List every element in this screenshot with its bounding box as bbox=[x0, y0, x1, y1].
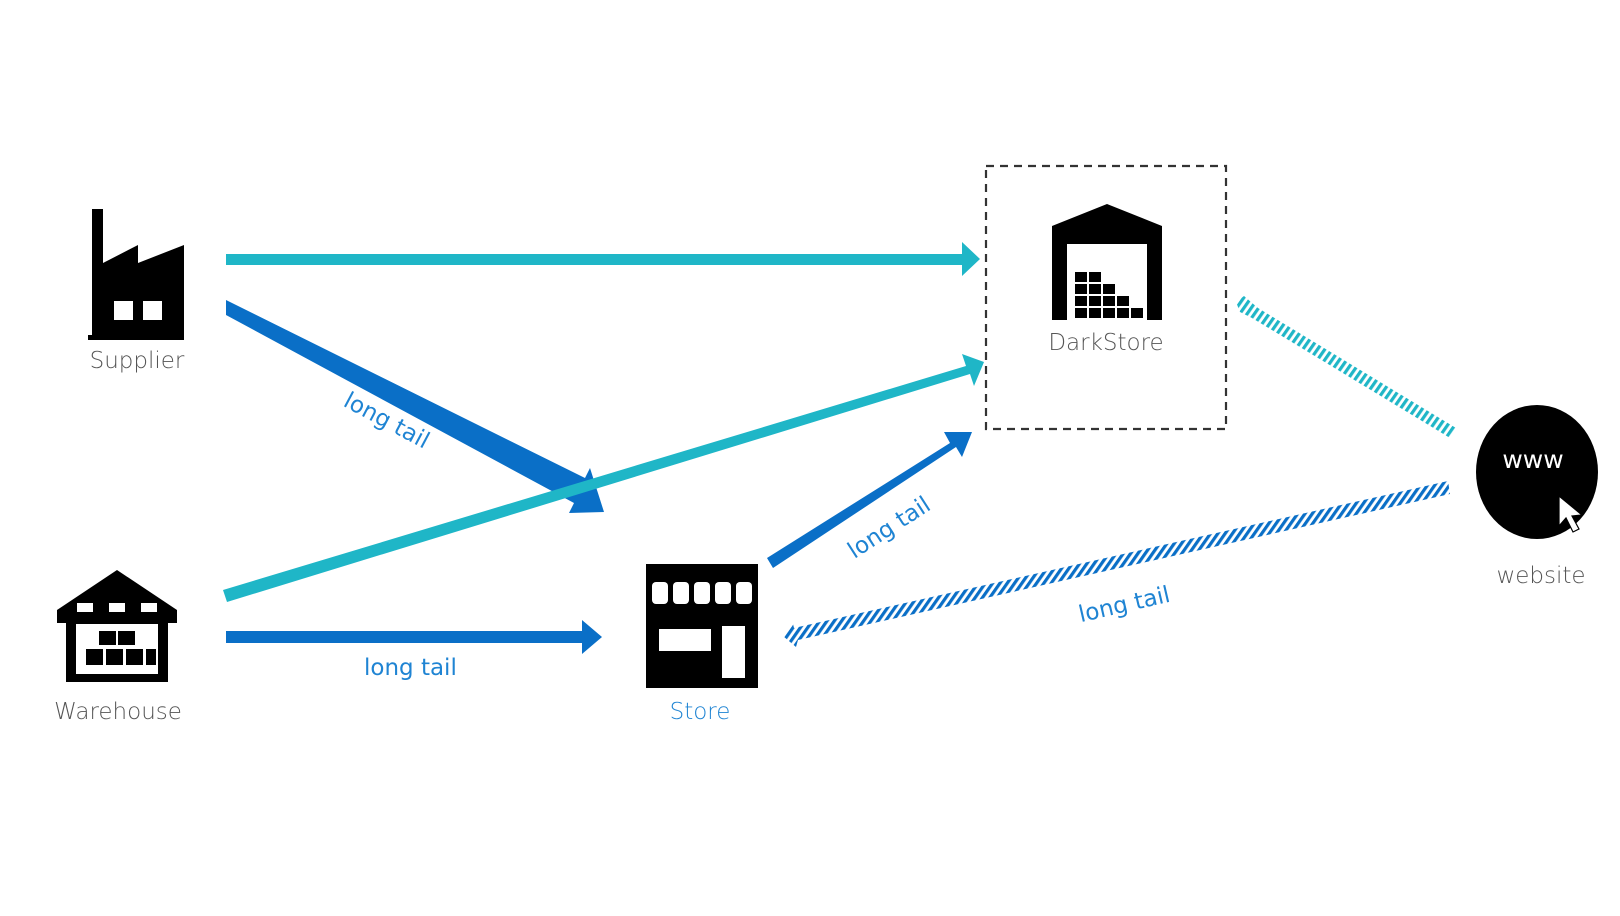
edge-darkstore-website bbox=[1236, 296, 1456, 438]
edge-warehouse-to-store bbox=[226, 620, 602, 654]
www-cursor-icon: www bbox=[1476, 405, 1598, 539]
store-label: Store bbox=[669, 699, 731, 725]
edge-label-warehouse-store: long tail bbox=[364, 655, 457, 681]
darkstore-container bbox=[984, 164, 1228, 431]
edge-warehouse-to-darkstore bbox=[223, 354, 984, 602]
darkstore-label: DarkStore bbox=[1048, 330, 1164, 356]
edge-store-to-darkstore bbox=[767, 432, 972, 568]
warehouse-boxes-icon bbox=[57, 570, 177, 682]
storefront-icon bbox=[646, 564, 758, 688]
warehouse-label: Warehouse bbox=[54, 699, 182, 725]
supplier-label: Supplier bbox=[89, 348, 185, 374]
edge-supplier-to-store bbox=[226, 300, 604, 513]
website-label: website bbox=[1496, 563, 1586, 589]
warehouse-stacked-icon bbox=[1052, 204, 1162, 320]
factory-icon bbox=[88, 209, 184, 340]
www-icon-text: www bbox=[1502, 445, 1563, 474]
edge-website-to-store bbox=[783, 481, 1450, 647]
edge-supplier-to-darkstore bbox=[226, 242, 980, 276]
